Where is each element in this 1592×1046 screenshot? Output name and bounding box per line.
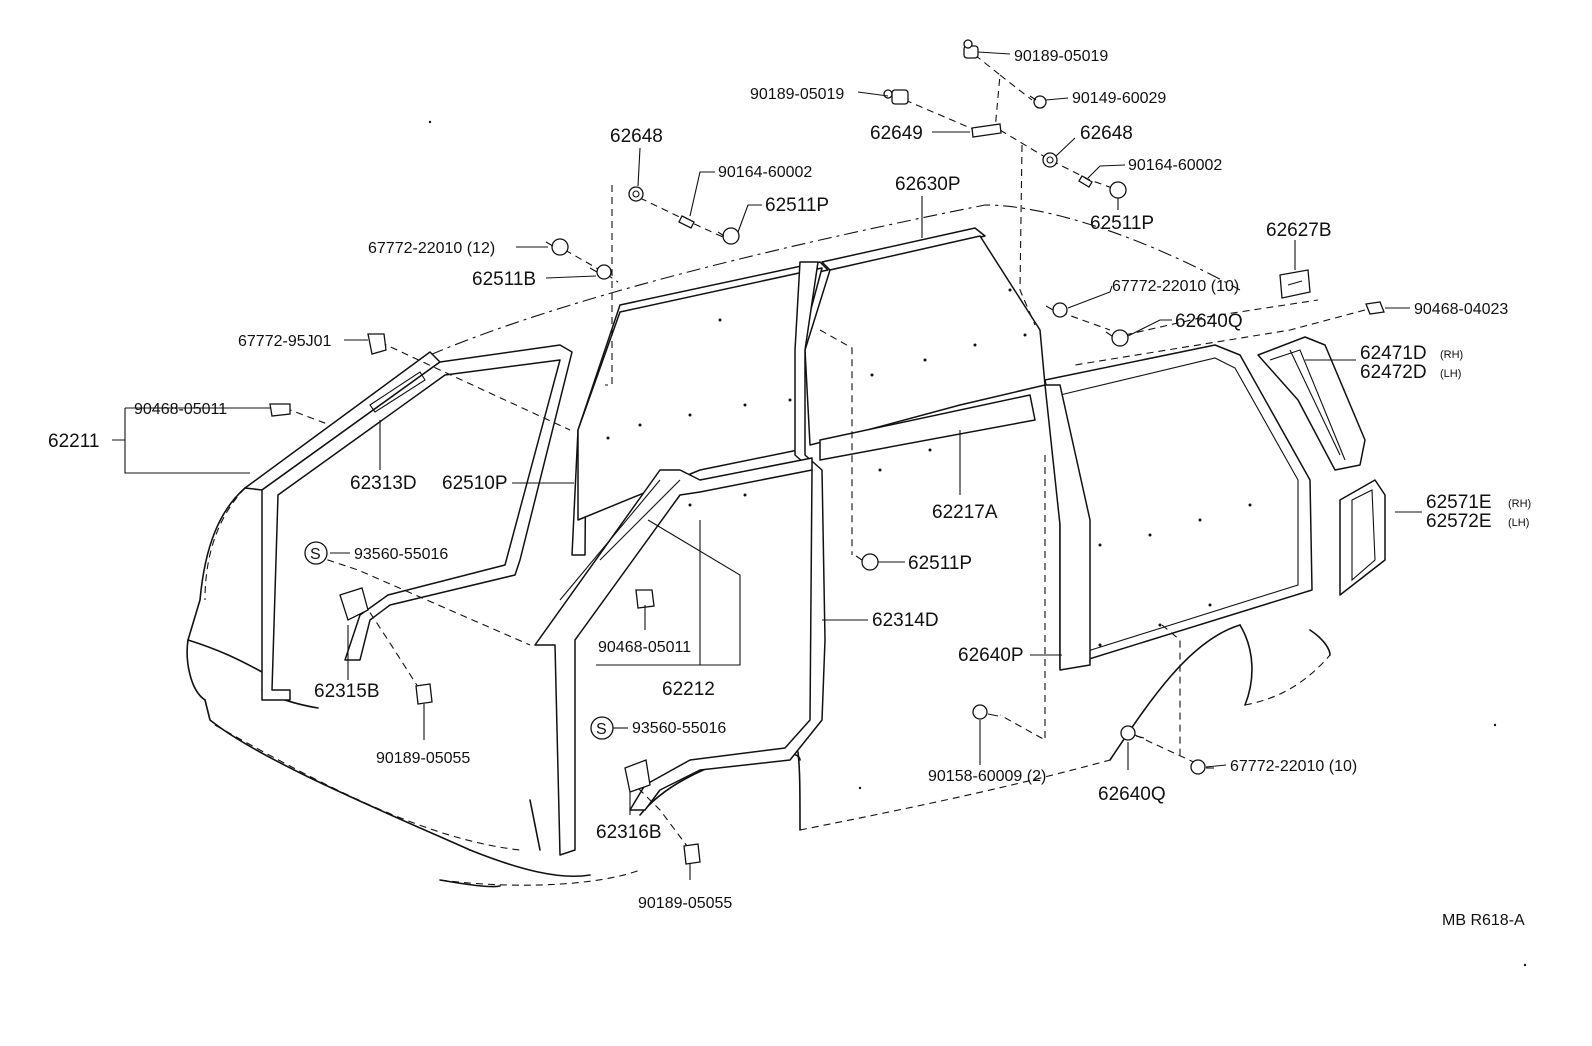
label-rh-2: (RH): [1508, 498, 1531, 510]
label-62627b: 62627B: [1266, 220, 1332, 241]
label-lh-1: (LH): [1440, 368, 1461, 380]
label-62648-left: 62648: [610, 126, 663, 147]
label-62649: 62649: [870, 123, 923, 144]
label-62472d: 62472D: [1360, 362, 1427, 383]
label-62572e: 62572E: [1426, 511, 1492, 532]
back-door-garnish: [1257, 336, 1366, 471]
trim-panels: [244, 227, 1386, 856]
label-62571e: 62571E: [1426, 492, 1492, 513]
windshield-pillar-garnish: [244, 351, 441, 491]
nut-62648-right-icon: [1042, 152, 1058, 168]
label-90189-05019-left: 90189-05019: [750, 86, 844, 103]
label-93560-55016-bottom: 93560-55016: [632, 720, 726, 737]
clip-67772-22010-12-icon: [545, 238, 569, 256]
clip-90189-05055-bottom-icon: [683, 843, 701, 865]
label-90164-60002-left: 90164-60002: [718, 164, 812, 181]
b-pillar-garnish: [629, 261, 826, 811]
clip-90158-60009-icon: [972, 704, 999, 720]
label-67772-95j01: 67772-95J01: [238, 333, 332, 350]
clip-90468-05011-mid-icon: [635, 589, 655, 609]
clip-90468-04023-icon: [1365, 301, 1385, 315]
label-lh-2: (LH): [1508, 517, 1529, 529]
label-62511p-mid: 62511P: [908, 553, 972, 574]
screw-90164-60002-left-icon: [678, 215, 695, 229]
label-90189-05055-bottom: 90189-05055: [638, 895, 732, 912]
s-symbol-bottom: S: [596, 721, 607, 738]
clip-62511p-left-icon: [717, 227, 740, 245]
rear-lamp-garnish: [1339, 479, 1386, 596]
label-90468-05011-left: 90468-05011: [134, 401, 227, 418]
nut-62648-left-icon: [628, 186, 644, 202]
part-labels: 90189-05019 90189-05019 90149-60029 6264…: [48, 48, 1531, 929]
clip-67772-95j01-icon: [367, 333, 387, 355]
label-90189-05055-left: 90189-05055: [376, 750, 470, 767]
clip-62511p-right-icon: [1109, 181, 1127, 199]
label-62313d: 62313D: [350, 473, 417, 494]
clip-62640q-top-icon: [1105, 329, 1129, 347]
clip-62511p-mid-icon: [855, 553, 879, 571]
label-62640q-bottom: 62640Q: [1098, 784, 1166, 805]
clip-67772-22010-10-bottom-icon: [1190, 759, 1214, 775]
label-67772-22010-10-bottom: 67772-22010 (10): [1230, 758, 1357, 775]
label-62315b: 62315B: [314, 681, 380, 702]
label-90468-05011-mid: 90468-05011: [598, 639, 691, 656]
rear-pillar-strip: [1044, 384, 1091, 671]
front-pillar-lower: [534, 457, 813, 856]
clip-62511b-icon: [589, 264, 612, 280]
label-62316b: 62316B: [596, 822, 662, 843]
bracket-62649-icon: [971, 123, 1002, 138]
label-90468-04023: 90468-04023: [1414, 301, 1508, 318]
s-symbol-top: S: [310, 546, 321, 563]
footer-code: MB R618-A: [1442, 912, 1525, 929]
clip-90468-05011-left-icon: [269, 403, 291, 417]
fasteners: [269, 39, 1385, 865]
scuff-plate: [819, 394, 1036, 461]
screw-90149-60029-icon: [1029, 95, 1047, 109]
label-62511p-right: 62511P: [1090, 213, 1154, 234]
label-62640q-top: 62640Q: [1175, 311, 1243, 332]
screw-90164-60002-right-icon: [1078, 175, 1093, 188]
bracket-62316b-icon: [624, 759, 651, 793]
label-62217a: 62217A: [932, 502, 998, 523]
label-62640p: 62640P: [958, 645, 1024, 666]
label-62648-right: 62648: [1080, 123, 1133, 144]
label-67772-22010-10-top: 67772-22010 (10): [1112, 278, 1239, 295]
label-rh-1: (RH): [1440, 349, 1463, 361]
clip-90189-05055-left-icon: [415, 683, 433, 705]
label-62212: 62212: [662, 679, 715, 700]
label-62511p-left: 62511P: [765, 195, 829, 216]
clip-62640q-bottom-icon: [1120, 725, 1145, 741]
panel-dots: [428, 120, 1527, 967]
label-62211: 62211: [48, 431, 99, 452]
label-90164-60002-right: 90164-60002: [1128, 157, 1222, 174]
label-62314d: 62314D: [872, 610, 939, 631]
cover-plate: [1279, 269, 1311, 299]
label-90189-05019-top: 90189-05019: [1014, 48, 1108, 65]
windshield-frame: [261, 344, 573, 701]
clip-90189-05019-top-icon: [963, 39, 979, 59]
label-90158-60009: 90158-60009 (2): [928, 768, 1046, 785]
label-62471d: 62471D: [1360, 343, 1427, 364]
clip-67772-22010-10-top-icon: [1045, 302, 1068, 318]
bracket-62315b-icon: [339, 587, 369, 621]
roof-side-rail-rear: [821, 227, 986, 271]
label-62630p: 62630P: [895, 174, 961, 195]
rear-door-panel: [804, 235, 1046, 446]
label-90149-60029: 90149-60029: [1072, 90, 1166, 107]
label-93560-55016-top: 93560-55016: [354, 546, 448, 563]
label-62510p: 62510P: [442, 473, 508, 494]
label-62511b: 62511B: [472, 269, 536, 290]
leader-lines: [112, 51, 1422, 880]
assembly-lines: [284, 54, 1366, 851]
clip-90189-05019-left-icon: [883, 89, 909, 105]
screw-93560-55016-top-icon: [304, 541, 328, 565]
label-67772-22010-12: 67772-22010 (12): [368, 240, 495, 257]
